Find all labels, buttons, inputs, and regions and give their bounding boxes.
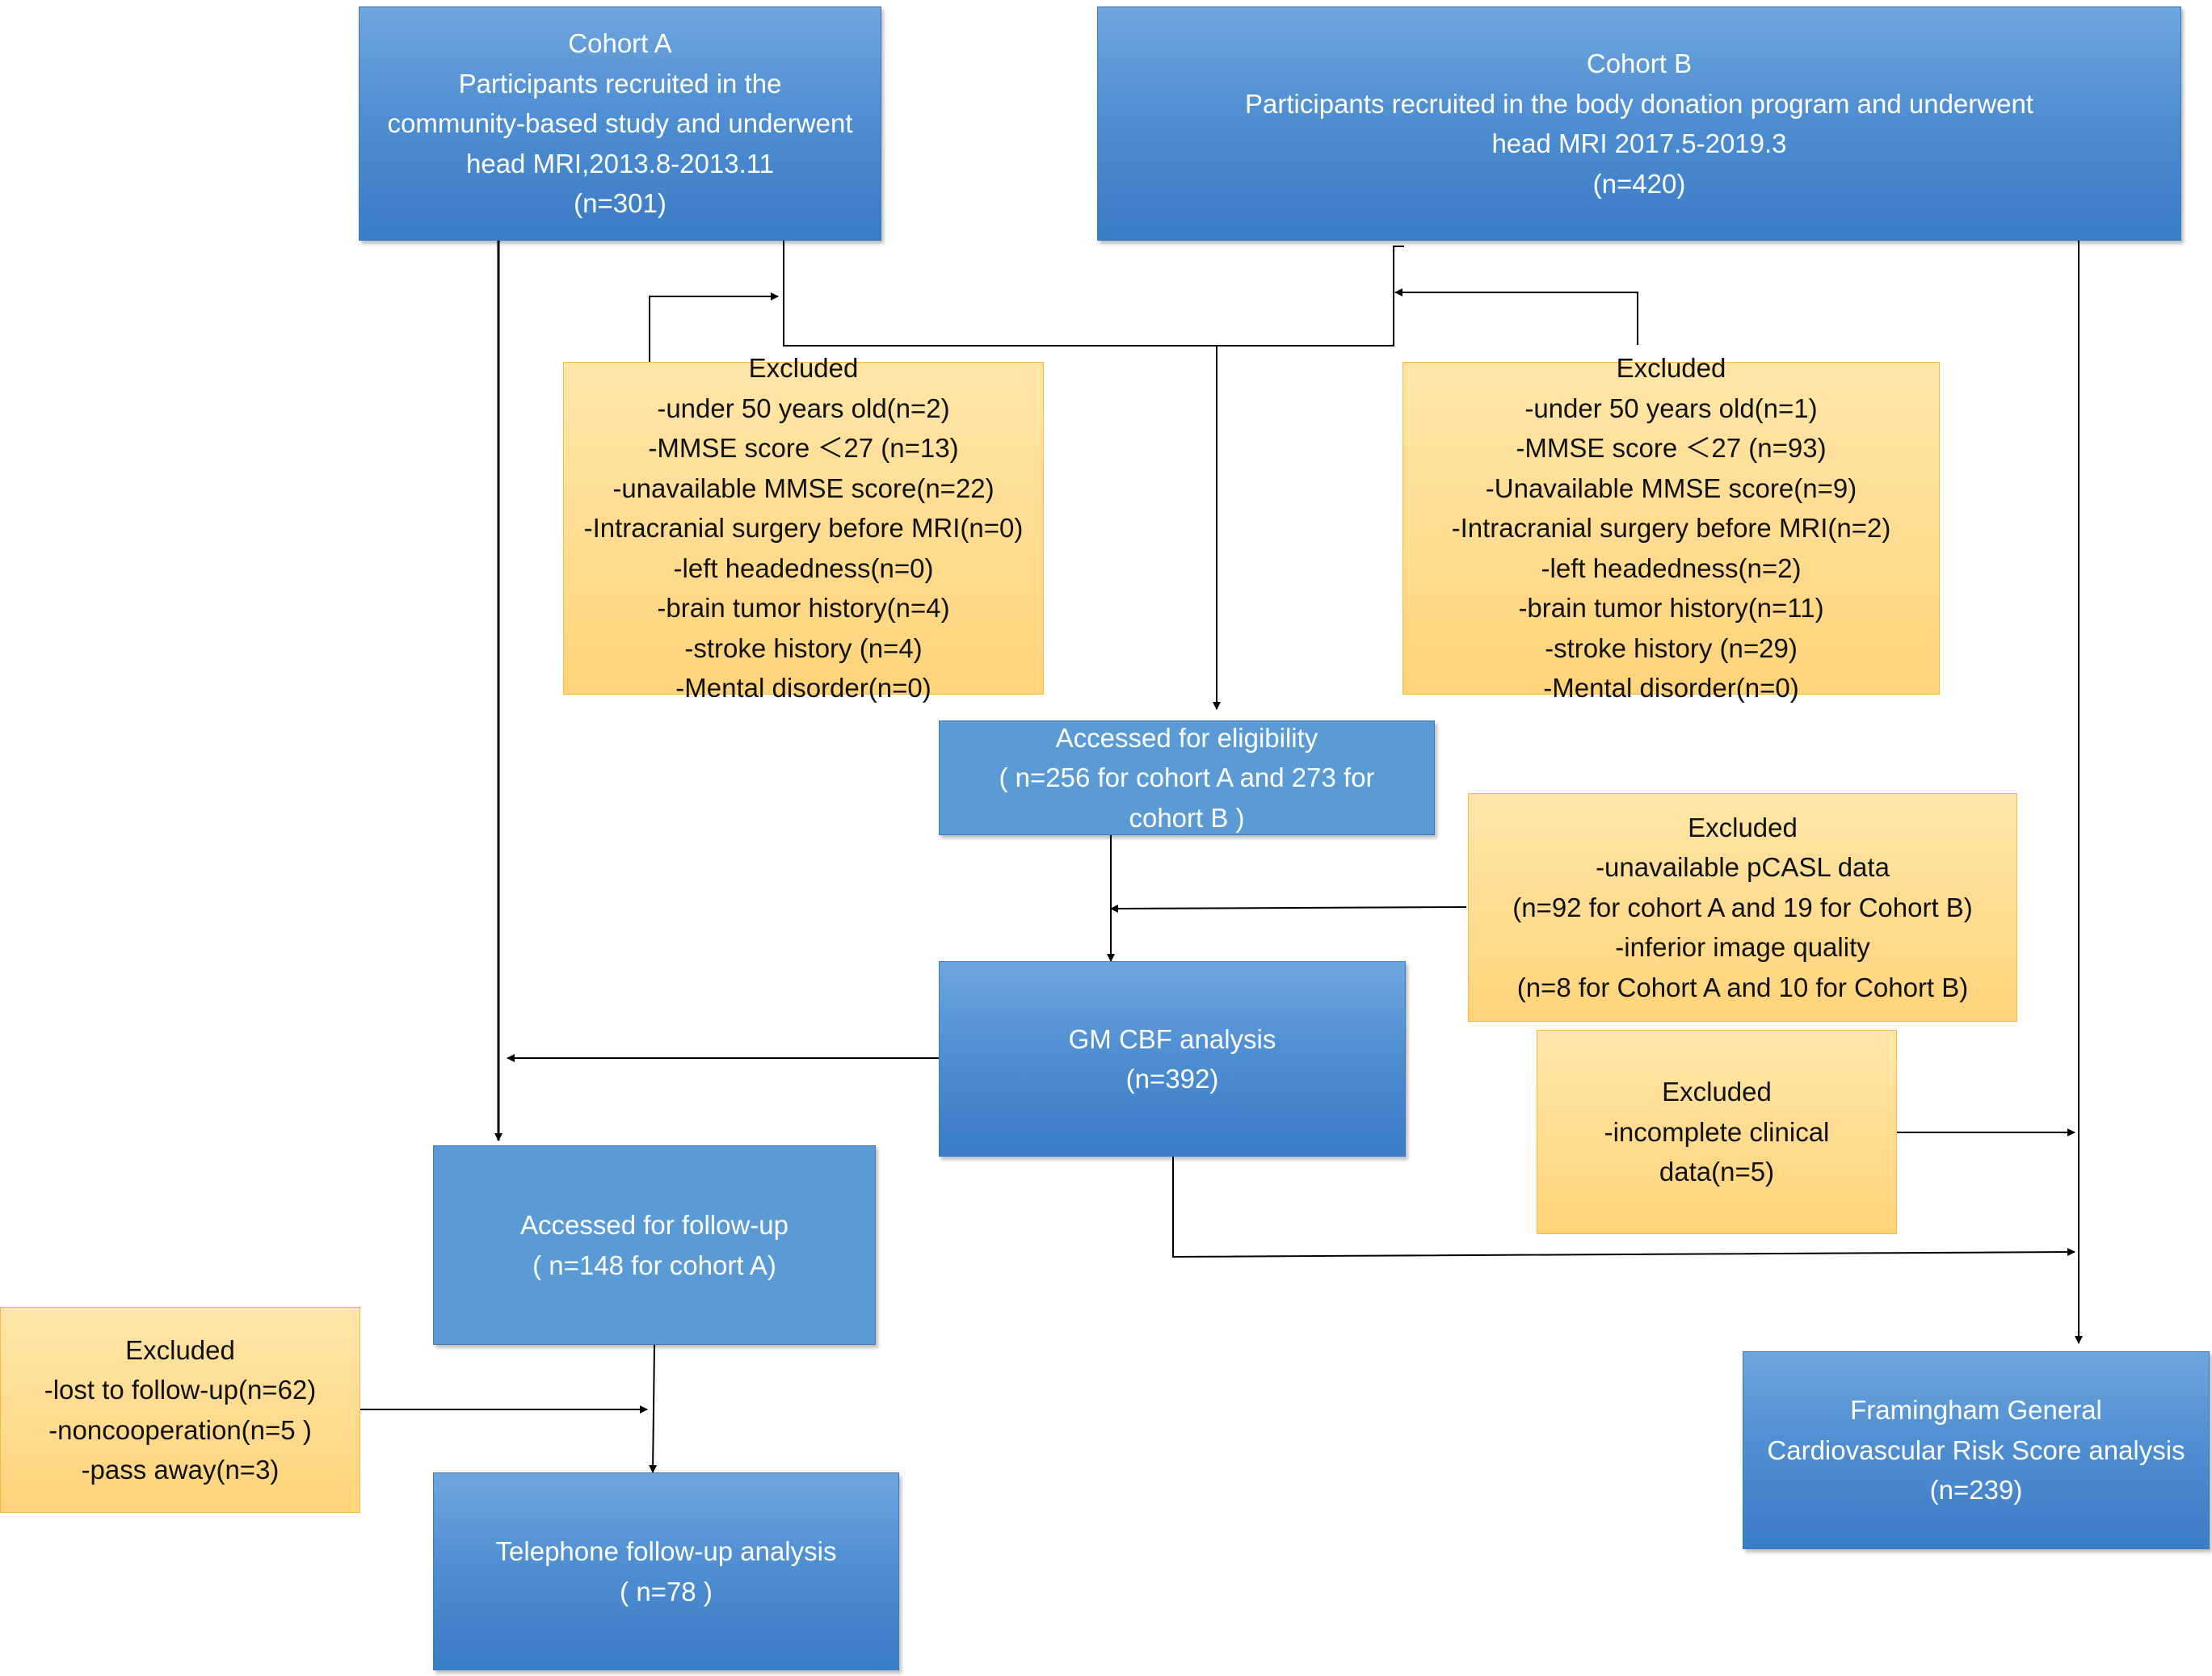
excluded-a-item: -stroke history (n=4)	[684, 632, 923, 663]
eligibility-title: Accessed for eligibility	[1055, 722, 1318, 753]
excluded-b-item: -Mental disorder(n=0)	[1543, 673, 1799, 704]
cohort-b-line: head MRI 2017.5-2019.3	[1491, 128, 1787, 158]
excluded-b-box: Excluded -under 50 years old(n=1) -MMSE …	[1402, 353, 1940, 703]
excluded-a-item: -left headedness(n=0)	[673, 552, 934, 583]
excluded-b-item: -stroke history (n=29)	[1545, 632, 1798, 663]
excluded-b-item: -left headedness(n=2)	[1541, 552, 1802, 583]
excluded-b-item: -MMSE score ＜27 (n=93)	[1516, 433, 1827, 464]
excluded-pcasl-arrow	[1110, 904, 1467, 913]
eligibility-line: cohort B )	[1129, 802, 1245, 833]
telephone-title: Telephone follow-up analysis	[495, 1536, 837, 1566]
excluded-pcasl-title: Excluded	[1688, 812, 1798, 842]
gm-cbf-title: GM CBF analysis	[1068, 1023, 1276, 1054]
excluded-a-return-arrow	[649, 292, 779, 362]
excluded-a-item: -unavailable MMSE score(n=22)	[612, 473, 995, 503]
excluded-pcasl-item: (n=8 for Cohort A and 10 for Cohort B)	[1516, 972, 1969, 1002]
cohort-b-box: Cohort B Participants recruited in the b…	[1097, 6, 2181, 241]
excluded-a-item: -under 50 years old(n=2)	[657, 393, 950, 423]
telephone-box: Telephone follow-up analysis ( n=78 )	[433, 1472, 899, 1670]
follow-up-box: Accessed for follow-up ( n=148 for cohor…	[433, 1145, 876, 1345]
framingham-box: Framingham General Cardiovascular Risk S…	[1743, 1351, 2210, 1549]
excluded-a-title: Excluded	[748, 353, 859, 384]
framingham-title: Framingham General	[1850, 1395, 2102, 1426]
excluded-followup-item: -noncooperation(n=5 )	[48, 1414, 312, 1445]
cohort-a-merge-line	[783, 241, 1404, 347]
eligibility-box: Accessed for eligibility ( n=256 for coh…	[939, 720, 1435, 835]
excluded-followup-box: Excluded -lost to follow-up(n=62) -nonco…	[0, 1307, 360, 1513]
eligibility-line: ( n=256 for cohort A and 273 for	[999, 762, 1375, 793]
framingham-count: (n=239)	[1929, 1475, 2023, 1506]
follow-up-count: ( n=148 for cohort A)	[532, 1250, 776, 1280]
excluded-b-title: Excluded	[1616, 353, 1726, 384]
cohort-a-line: Participants recruited in the	[458, 68, 782, 99]
excluded-pcasl-item: (n=92 for cohort A and 19 for Cohort B)	[1512, 892, 1973, 922]
excluded-clinical-box: Excluded -incomplete clinical data(n=5)	[1537, 1030, 1897, 1234]
excluded-pcasl-item: -inferior image quality	[1615, 932, 1870, 963]
excluded-followup-item: -lost to follow-up(n=62)	[44, 1375, 317, 1405]
gm-cbf-box: GM CBF analysis (n=392)	[939, 961, 1406, 1157]
excluded-clinical-item: data(n=5)	[1659, 1157, 1775, 1187]
cohort-a-line: community-based study and underwent	[387, 108, 853, 139]
cohort-a-count: (n=301)	[574, 188, 667, 219]
cohort-b-line: Participants recruited in the body donat…	[1245, 88, 2033, 119]
excluded-a-item: -Intracranial surgery before MRI(n=0)	[583, 513, 1024, 544]
cohort-a-box: Cohort A Participants recruited in the c…	[359, 6, 881, 241]
cohort-b-title: Cohort B	[1586, 48, 1693, 78]
cohort-a-title: Cohort A	[568, 28, 672, 59]
follow-up-title: Accessed for follow-up	[520, 1210, 788, 1240]
excluded-pcasl-item: -unavailable pCASL data	[1596, 852, 1890, 883]
excluded-a-item: -Mental disorder(n=0)	[675, 673, 931, 704]
excluded-b-return-arrow	[1394, 288, 1638, 345]
cohort-b-count: (n=420)	[1592, 168, 1686, 199]
excluded-clinical-item: -incomplete clinical	[1604, 1116, 1830, 1147]
follow-up-to-telephone-arrow	[649, 1344, 658, 1473]
excluded-b-item: -brain tumor history(n=11)	[1518, 593, 1824, 624]
gm-cbf-to-framingham-line	[1172, 1157, 2075, 1258]
telephone-count: ( n=78 )	[620, 1576, 713, 1607]
framingham-line: Cardiovascular Risk Score analysis	[1767, 1434, 2185, 1465]
excluded-b-item: -under 50 years old(n=1)	[1524, 393, 1818, 423]
excluded-followup-item: -pass away(n=3)	[81, 1455, 280, 1485]
cohort-a-line: head MRI,2013.8-2013.11	[466, 148, 774, 179]
excluded-b-item: -Intracranial surgery before MRI(n=2)	[1451, 513, 1891, 544]
gm-cbf-count: (n=392)	[1125, 1064, 1219, 1094]
excluded-b-item: -Unavailable MMSE score(n=9)	[1485, 473, 1857, 503]
excluded-followup-title: Excluded	[125, 1334, 235, 1365]
excluded-a-item: -brain tumor history(n=4)	[657, 593, 950, 624]
excluded-clinical-title: Excluded	[1662, 1077, 1772, 1107]
excluded-a-box: Excluded -under 50 years old(n=2) -MMSE …	[563, 353, 1044, 703]
excluded-a-item: -MMSE score ＜27 (n=13)	[648, 433, 959, 464]
excluded-pcasl-box: Excluded -unavailable pCASL data (n=92 f…	[1468, 793, 2017, 1022]
